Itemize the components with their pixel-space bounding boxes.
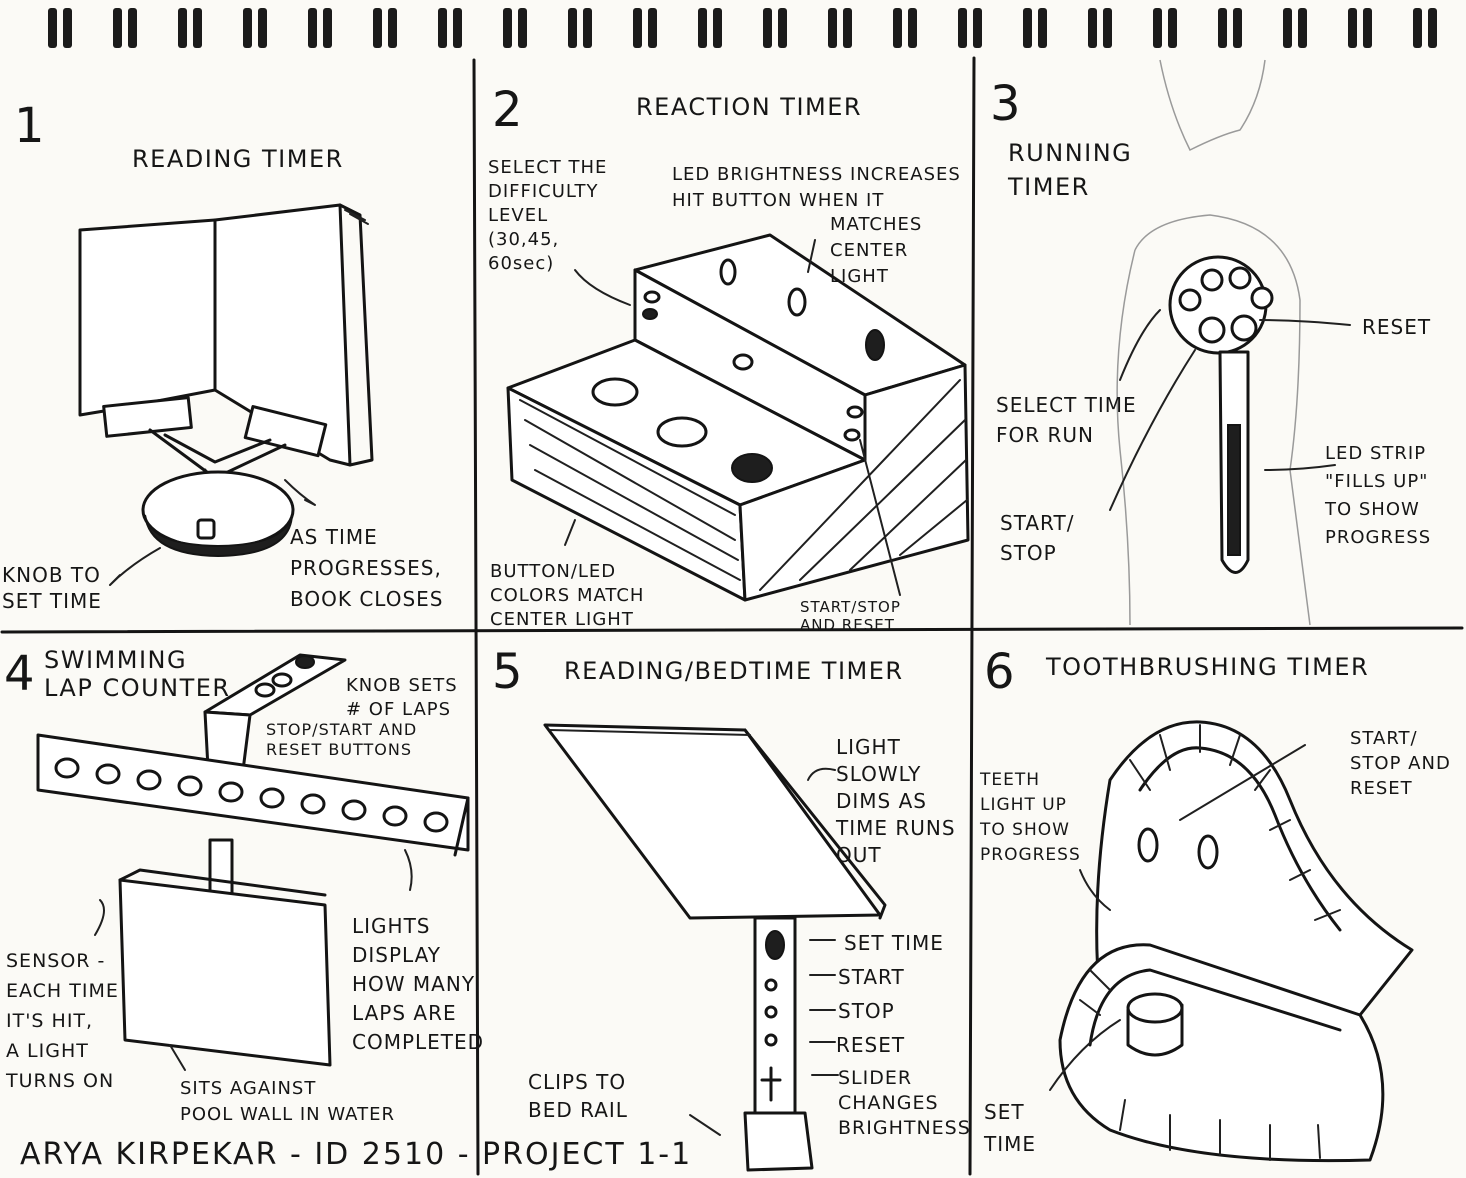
panel-6-label-startstop: START/ STOP AND RESET (1350, 728, 1451, 799)
binding-ring (698, 8, 722, 48)
lap-light (177, 775, 203, 797)
panel-1-label-knob: KNOB TO SET TIME (2, 563, 102, 613)
panel-6-number: 6 (984, 644, 1015, 700)
lap-light (341, 799, 367, 821)
lap-light (136, 769, 162, 791)
panel-5-label-light: LIGHT SLOWLY DIMS AS TIME RUNS OUT (836, 735, 956, 867)
binding-ring (178, 8, 202, 48)
binding-ring (373, 8, 397, 48)
binding-ring (1023, 8, 1047, 48)
binding-ring (503, 8, 527, 48)
binding-ring (308, 8, 332, 48)
binding-ring (48, 8, 72, 48)
panel-5-label-slider: SLIDER CHANGES BRIGHTNESS (838, 1067, 971, 1139)
author-footer: ARYA KIRPEKAR - ID 2510 - PROJECT 1-1 (20, 1137, 693, 1172)
lap-light (382, 805, 408, 827)
binding-ring (568, 8, 592, 48)
panel-4-title: SWIMMING LAP COUNTER (44, 646, 231, 702)
panel-2-label-buttons: BUTTON/LED COLORS MATCH CENTER LIGHT (490, 561, 645, 630)
panel-2-label-led: LED BRIGHTNESS INCREASES HIT BUTTON WHEN… (672, 164, 961, 211)
binding-ring (958, 8, 982, 48)
panel-1-number: 1 (14, 98, 45, 154)
binding-ring (1153, 8, 1177, 48)
binding-ring (1218, 8, 1242, 48)
panel-6-label-teeth: TEETH LIGHT UP TO SHOW PROGRESS (980, 770, 1081, 865)
binding-ring (828, 8, 852, 48)
panel-5-label-start: START (838, 965, 905, 989)
panel-3-label-startstop: START/ STOP (1000, 511, 1075, 565)
lap-light (218, 781, 244, 803)
book-timer-sketch (78, 203, 374, 586)
binding-ring (1413, 8, 1437, 48)
binding-ring (633, 8, 657, 48)
panel-4-label-sensor: SENSOR - EACH TIME IT'S HIT, A LIGHT TUR… (6, 950, 119, 1092)
binding-ring (1348, 8, 1372, 48)
panel-4-label-buttons: STOP/START AND RESET BUTTONS (266, 720, 418, 759)
panel-2-number: 2 (492, 82, 523, 138)
panel-6-title: TOOTHBRUSHING TIMER (1046, 653, 1370, 681)
lap-light (300, 793, 326, 815)
panel-4-label-knob: KNOB SETS # OF LAPS (346, 675, 458, 720)
panel-4-label-lights: LIGHTS DISPLAY HOW MANY LAPS ARE COMPLET… (352, 914, 485, 1054)
panel-3-label-ledstrip: LED STRIP "FILLS UP" TO SHOW PROGRESS (1325, 443, 1432, 548)
reaction-timer-sketch (506, 233, 970, 602)
binding-ring (438, 8, 462, 48)
panel-5-number: 5 (492, 644, 523, 700)
panel-4-number: 4 (4, 646, 35, 702)
panel-2-label-matches: MATCHES CENTER LIGHT (830, 214, 923, 287)
toothbrush-timer-sketch (1049, 720, 1414, 1163)
panel-3-label-reset: RESET (1362, 315, 1432, 339)
panel-2-label-difficulty: SELECT THE DIFFICULTY LEVEL (30,45, 60se… (488, 157, 608, 274)
binding-ring (1088, 8, 1112, 48)
panel-5-label-clips: CLIPS TO BED RAIL (528, 1070, 628, 1122)
panel-3-title: RUNNING TIMER (1008, 139, 1133, 201)
lap-light (423, 811, 449, 833)
panel-4-label-pool: SITS AGAINST POOL WALL IN WATER (180, 1078, 395, 1125)
running-timer-sketch (1109, 59, 1351, 626)
panel-2-label-startstop: START/STOP AND RESET (800, 598, 901, 634)
panel-5-label-settime: SET TIME (844, 931, 944, 955)
lap-light (54, 757, 80, 779)
panel-5-label-stop: STOP (838, 999, 895, 1023)
binding-ring (1283, 8, 1307, 48)
spiral-binding-icon (48, 8, 1437, 48)
panel-1-label-book: AS TIME PROGRESSES, BOOK CLOSES (290, 525, 444, 611)
binding-ring (243, 8, 267, 48)
panel-2-title: REACTION TIMER (636, 93, 863, 121)
panel-grid (0, 56, 1464, 1176)
lap-light (95, 763, 121, 785)
binding-ring (113, 8, 137, 48)
binding-ring (763, 8, 787, 48)
binding-ring (893, 8, 917, 48)
panel-3-label-select: SELECT TIME FOR RUN (996, 393, 1137, 447)
panel-3-number: 3 (990, 76, 1021, 132)
lap-light (259, 787, 285, 809)
bedtime-timer-sketch (543, 723, 887, 1172)
lap-counter-sketch (36, 653, 470, 1071)
panel-6-label-settime: SET TIME (984, 1100, 1037, 1156)
panel-5-label-reset: RESET (836, 1033, 906, 1057)
panel-1-title: READING TIMER (132, 145, 344, 173)
panel-5-title: READING/BEDTIME TIMER (564, 657, 904, 685)
